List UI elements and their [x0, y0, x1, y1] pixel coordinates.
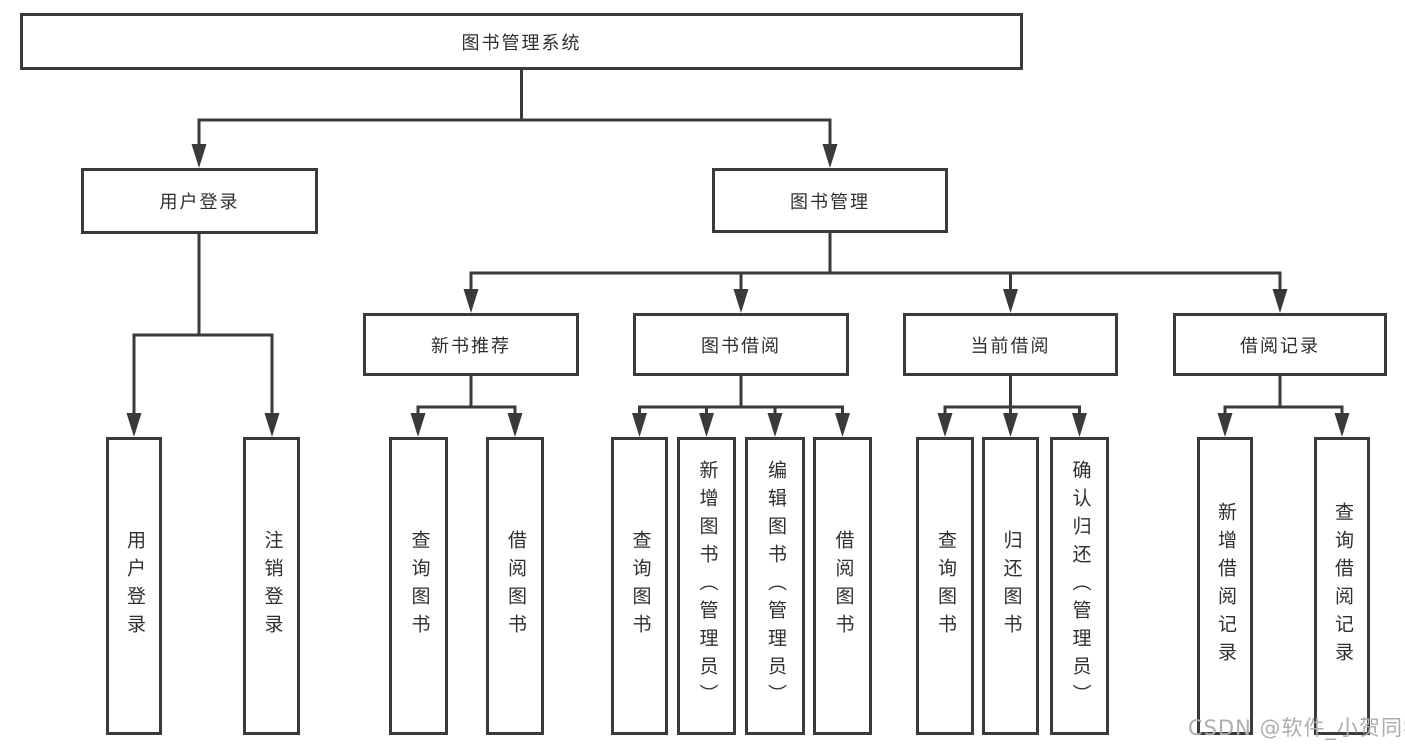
node-add-books-admin: 新增图书（管理员）	[677, 437, 736, 735]
node-label-query-books-2: 查询图书	[629, 530, 652, 642]
connector-drop-book-management-children-1-arrowhead-icon	[733, 289, 749, 313]
node-current-borrowing: 当前借阅	[903, 313, 1118, 376]
node-label-add-books-admin: 新增图书（管理员）	[696, 460, 719, 712]
node-label-new-book-recommend: 新书推荐	[431, 335, 511, 357]
node-label-edit-books-admin: 编辑图书（管理员）	[764, 460, 787, 712]
node-new-book-recommend: 新书推荐	[363, 313, 579, 376]
node-borrow-books-1: 借阅图书	[486, 437, 544, 735]
node-query-books-3: 查询图书	[916, 437, 974, 735]
connector-drop-current-borrowing-children-2-arrowhead-icon	[1072, 413, 1087, 437]
node-borrowing-records: 借阅记录	[1173, 313, 1387, 376]
connector-drop-book-borrowing-children-1-arrowhead-icon	[699, 413, 714, 437]
node-book-borrowing: 图书借阅	[633, 313, 849, 376]
node-label-book-management: 图书管理	[790, 191, 870, 213]
node-confirm-return-admin: 确认归还（管理员）	[1050, 437, 1109, 735]
connector-drop-root-to-level2-1-arrowhead-icon	[822, 144, 838, 168]
node-label-query-books-1: 查询图书	[408, 530, 431, 642]
connector-drop-book-management-children-3-arrowhead-icon	[1272, 289, 1288, 313]
node-book-management: 图书管理	[712, 168, 948, 233]
connector-drop-borrowing-records-children-1-arrowhead-icon	[1334, 413, 1350, 437]
connector-drop-book-management-children-2-arrowhead-icon	[1003, 289, 1018, 313]
node-label-borrow-books-2: 借阅图书	[832, 530, 855, 642]
node-label-borrow-books-1: 借阅图书	[504, 530, 527, 642]
watermark: CSDN @软件_小贺同学	[1188, 716, 1405, 740]
connector-drop-current-borrowing-children-1-arrowhead-icon	[1003, 413, 1018, 437]
node-label-root: 图书管理系统	[461, 32, 582, 54]
node-label-add-borrowing-record: 新增借阅记录	[1214, 502, 1237, 670]
node-query-books-2: 查询图书	[611, 437, 668, 735]
node-query-books-1: 查询图书	[389, 437, 448, 735]
node-add-borrowing-record: 新增借阅记录	[1197, 437, 1253, 735]
node-label-logout: 注销登录	[261, 530, 284, 642]
connector-drop-current-borrowing-children-0-arrowhead-icon	[937, 413, 953, 437]
node-return-books: 归还图书	[982, 437, 1039, 735]
connector-drop-user-login-children-0-arrowhead-icon	[126, 413, 142, 437]
node-borrow-books-2: 借阅图书	[813, 437, 872, 735]
node-label-borrowing-records: 借阅记录	[1240, 335, 1320, 357]
node-user-login-action: 用户登录	[106, 437, 162, 735]
node-label-user-login-action: 用户登录	[123, 530, 146, 642]
connector-drop-book-borrowing-children-3-arrowhead-icon	[835, 413, 850, 437]
node-root: 图书管理系统	[20, 13, 1023, 70]
connector-drop-user-login-children-1-arrowhead-icon	[264, 413, 280, 437]
node-label-book-borrowing: 图书借阅	[701, 335, 781, 357]
connector-drop-new-book-recommend-children-1-arrowhead-icon	[507, 413, 523, 437]
node-edit-books-admin: 编辑图书（管理员）	[745, 437, 805, 735]
connector-drop-book-borrowing-children-2-arrowhead-icon	[767, 413, 783, 437]
connector-drop-borrowing-records-children-0-arrowhead-icon	[1217, 413, 1233, 437]
node-label-confirm-return-admin: 确认归还（管理员）	[1069, 460, 1092, 712]
connector-drop-root-to-level2-0-arrowhead-icon	[191, 144, 207, 168]
connector-drop-book-management-children-0-arrowhead-icon	[463, 289, 479, 313]
node-label-query-borrowing-record: 查询借阅记录	[1331, 502, 1354, 670]
connector-drop-book-borrowing-children-0-arrowhead-icon	[632, 413, 647, 437]
node-query-borrowing-record: 查询借阅记录	[1314, 437, 1370, 735]
connector-drop-new-book-recommend-children-0-arrowhead-icon	[410, 413, 426, 437]
node-label-query-books-3: 查询图书	[934, 530, 957, 642]
node-label-return-books: 归还图书	[1000, 530, 1023, 642]
node-label-user-login: 用户登录	[159, 192, 240, 213]
node-label-current-borrowing: 当前借阅	[970, 335, 1051, 357]
node-logout: 注销登录	[243, 437, 300, 735]
node-user-login: 用户登录	[81, 168, 318, 234]
